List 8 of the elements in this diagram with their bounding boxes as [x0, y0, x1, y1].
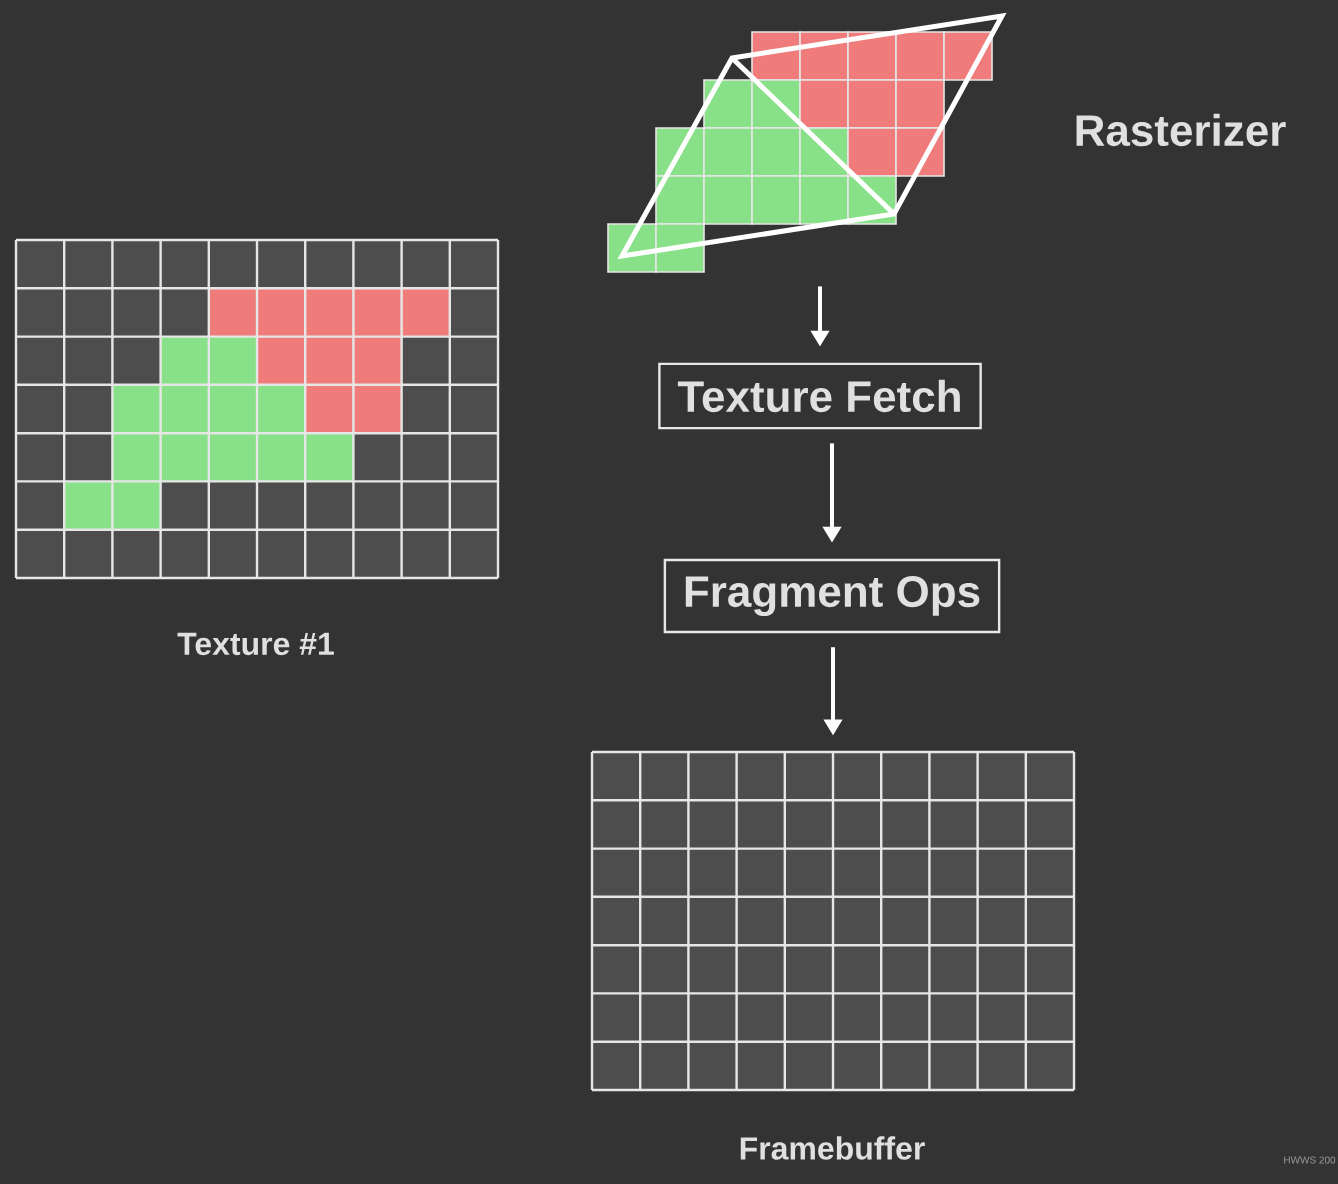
process-box: Fragment Ops	[663, 558, 1001, 634]
pixel-grid-drawing	[14, 238, 500, 580]
node-caption: Rasterizer	[1076, 113, 1286, 147]
node-caption: Framebuffer	[740, 1136, 925, 1160]
rasterizer-drawing	[607, 12, 1007, 273]
node-caption: Texture #1	[177, 632, 334, 656]
process-box: Texture Fetch	[658, 362, 982, 430]
pixel-grid-drawing	[590, 750, 1076, 1092]
